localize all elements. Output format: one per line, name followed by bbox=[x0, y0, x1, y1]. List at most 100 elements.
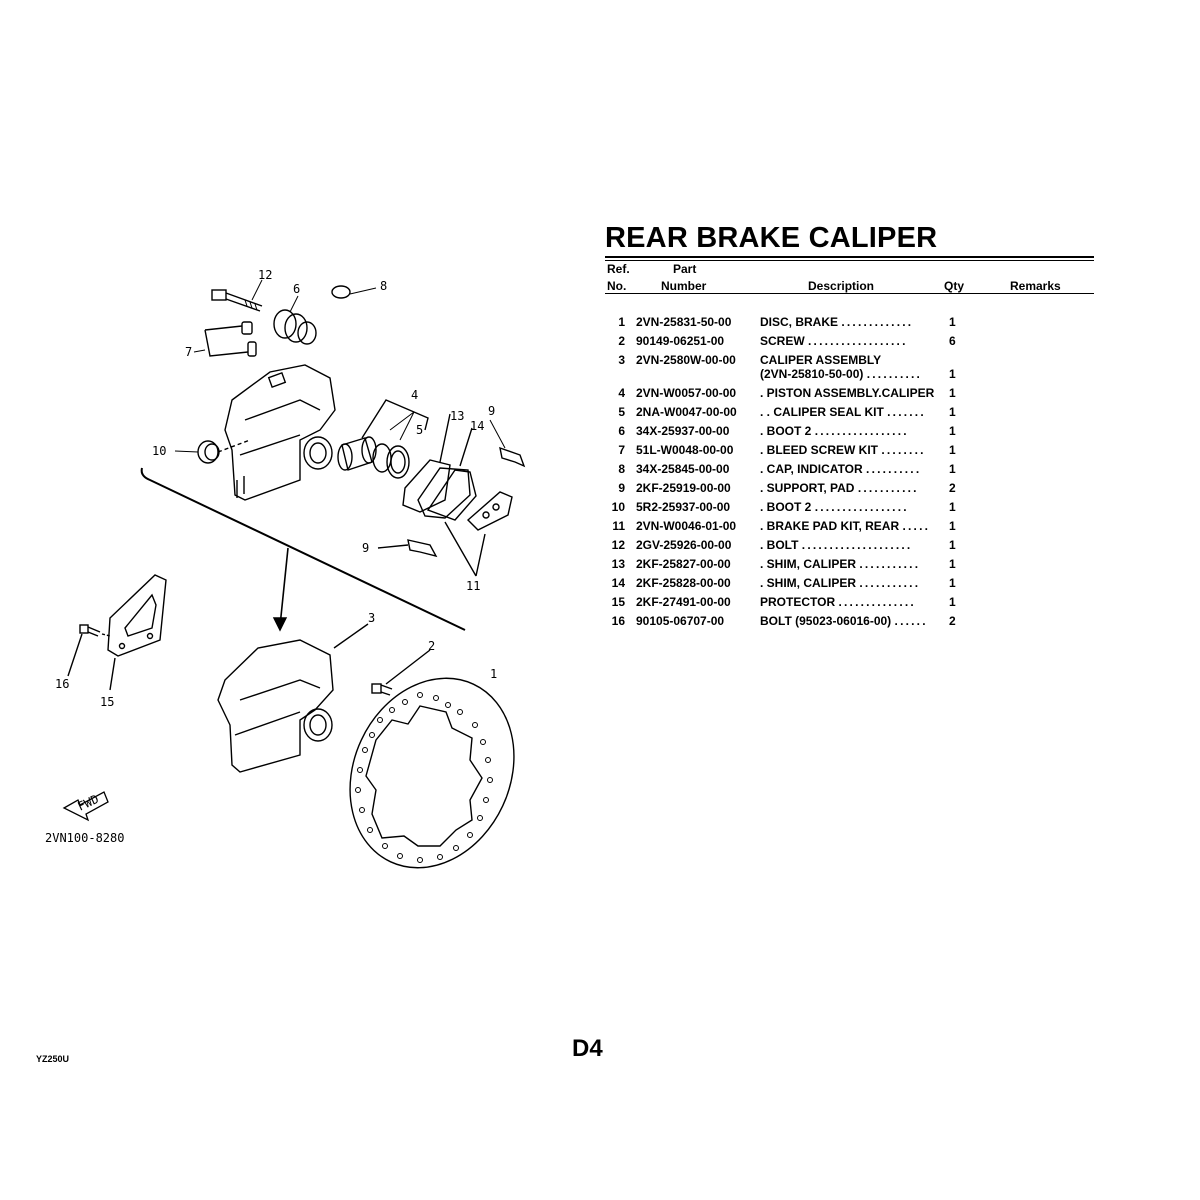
drawing-code: 2VN100-8280 bbox=[45, 831, 124, 845]
leader-dots: .................... bbox=[801, 538, 913, 552]
description-text: . SUPPORT, PAD bbox=[760, 481, 855, 495]
support-pad-upper-illustration bbox=[499, 446, 526, 468]
ref-number: 14 bbox=[611, 576, 625, 590]
header-description: Description bbox=[808, 279, 875, 293]
bolt-illustration bbox=[211, 289, 263, 312]
part-description: . BOOT 2 ................. bbox=[760, 424, 935, 438]
part-number: 51L-W0048-00-00 bbox=[636, 443, 734, 457]
ref-number: 4 bbox=[618, 386, 625, 400]
ref-number: 3 bbox=[618, 353, 625, 367]
description-line2: (2VN-25810-50-00) .......... bbox=[760, 367, 935, 381]
callout-15: 15 bbox=[100, 695, 114, 709]
description-text: . SHIM, CALIPER bbox=[760, 557, 857, 571]
part-description: . SHIM, CALIPER ........... bbox=[760, 557, 935, 571]
quantity: 1 bbox=[949, 315, 956, 329]
quantity: 1 bbox=[949, 462, 956, 476]
quantity: 2 bbox=[949, 481, 956, 495]
table-row: 13 2KF-25827-00-00 . SHIM, CALIPER .......… bbox=[605, 555, 1005, 574]
boot-10-illustration bbox=[197, 439, 251, 464]
brake-disc-illustration bbox=[349, 677, 515, 869]
description-text: . BOLT bbox=[760, 538, 799, 552]
header-qty: Qty bbox=[944, 279, 965, 293]
description-text: BOLT (95023-06016-00) bbox=[760, 614, 892, 628]
part-description: . BRAKE PAD KIT, REAR ..... bbox=[760, 519, 935, 533]
ref-number: 8 bbox=[618, 462, 625, 476]
part-number: 90105-06707-00 bbox=[636, 614, 725, 628]
part-description: . CAP, INDICATOR .......... bbox=[760, 462, 935, 476]
callout-8: 8 bbox=[380, 279, 387, 293]
callout-6: 6 bbox=[293, 282, 300, 296]
description-line2-text: (2VN-25810-50-00) bbox=[760, 367, 864, 381]
leader-dots: ........... bbox=[859, 576, 921, 590]
header-part-line1: Part bbox=[673, 262, 697, 276]
description-text: PROTECTOR bbox=[760, 595, 836, 609]
callout-1: 1 bbox=[490, 667, 497, 681]
table-row: 14 2KF-25828-00-00 . SHIM, CALIPER .......… bbox=[605, 574, 1005, 593]
ref-number: 7 bbox=[618, 443, 625, 457]
leader-dots: .................. bbox=[808, 334, 908, 348]
ref-number: 10 bbox=[611, 500, 625, 514]
part-number: 2KF-27491-00-00 bbox=[636, 595, 731, 609]
model-code: YZ250U bbox=[36, 1054, 70, 1064]
description-text: . SHIM, CALIPER bbox=[760, 576, 857, 590]
part-number: 34X-25937-00-00 bbox=[636, 424, 730, 438]
part-number: 2GV-25926-00-00 bbox=[636, 538, 732, 552]
ref-number: 15 bbox=[611, 595, 625, 609]
part-description: . BOOT 2 ................. bbox=[760, 500, 935, 514]
header-rule bbox=[605, 293, 1094, 294]
piston-illustration bbox=[337, 399, 429, 479]
leader-dots: .............. bbox=[838, 595, 916, 609]
protector-illustration bbox=[107, 574, 167, 691]
quantity: 1 bbox=[949, 519, 956, 533]
forward-arrow-icon: FWD bbox=[62, 791, 109, 822]
part-description: BOLT (95023-06016-00) ...... bbox=[760, 614, 935, 628]
description-text: . CAP, INDICATOR bbox=[760, 462, 863, 476]
leader-dots: ........ bbox=[881, 443, 926, 457]
assembly-arrow bbox=[279, 547, 289, 627]
quantity: 1 bbox=[949, 443, 956, 457]
description-text: . BOOT 2 bbox=[760, 424, 812, 438]
ref-number: 5 bbox=[618, 405, 625, 419]
callout-9-lower: 9 bbox=[362, 541, 369, 555]
leader-dots: ................. bbox=[814, 424, 909, 438]
description-text: . BLEED SCREW KIT bbox=[760, 443, 879, 457]
brake-pads-illustration bbox=[402, 413, 513, 577]
page-title: REAR BRAKE CALIPER bbox=[605, 222, 938, 254]
quantity: 1 bbox=[949, 557, 956, 571]
callout-10: 10 bbox=[152, 444, 166, 458]
description-text: SCREW bbox=[760, 334, 805, 348]
ref-number: 13 bbox=[611, 557, 625, 571]
header-ref-line1: Ref. bbox=[607, 262, 630, 276]
ref-number: 12 bbox=[611, 538, 625, 552]
quantity: 1 bbox=[949, 424, 956, 438]
ref-number: 2 bbox=[618, 334, 625, 348]
quantity: 1 bbox=[949, 538, 956, 552]
part-description: . SHIM, CALIPER ........... bbox=[760, 576, 935, 590]
part-number: 2KF-25828-00-00 bbox=[636, 576, 731, 590]
page-number: D4 bbox=[572, 1035, 603, 1062]
quantity: 1 bbox=[949, 367, 956, 381]
quantity: 1 bbox=[949, 595, 956, 609]
part-description: SCREW .................. bbox=[760, 334, 935, 348]
part-number: 2KF-25827-00-00 bbox=[636, 557, 731, 571]
leader-dots: ............. bbox=[841, 315, 914, 329]
part-description: . SUPPORT, PAD ........... bbox=[760, 481, 935, 495]
part-number: 34X-25845-00-00 bbox=[636, 462, 730, 476]
callout-7: 7 bbox=[185, 345, 192, 359]
callout-12: 12 bbox=[258, 268, 272, 282]
header-remarks: Remarks bbox=[1010, 279, 1061, 293]
quantity: 6 bbox=[949, 334, 956, 348]
assembly-bracket-line bbox=[140, 467, 466, 631]
bleed-screw-illustration bbox=[204, 321, 257, 357]
ref-number: 16 bbox=[611, 614, 625, 628]
part-description: . . CALIPER SEAL KIT ....... bbox=[760, 405, 935, 419]
part-description: PROTECTOR .............. bbox=[760, 595, 935, 609]
bolt-16-illustration bbox=[67, 624, 111, 677]
screw-illustration bbox=[371, 649, 431, 696]
cap-illustration bbox=[331, 285, 351, 299]
